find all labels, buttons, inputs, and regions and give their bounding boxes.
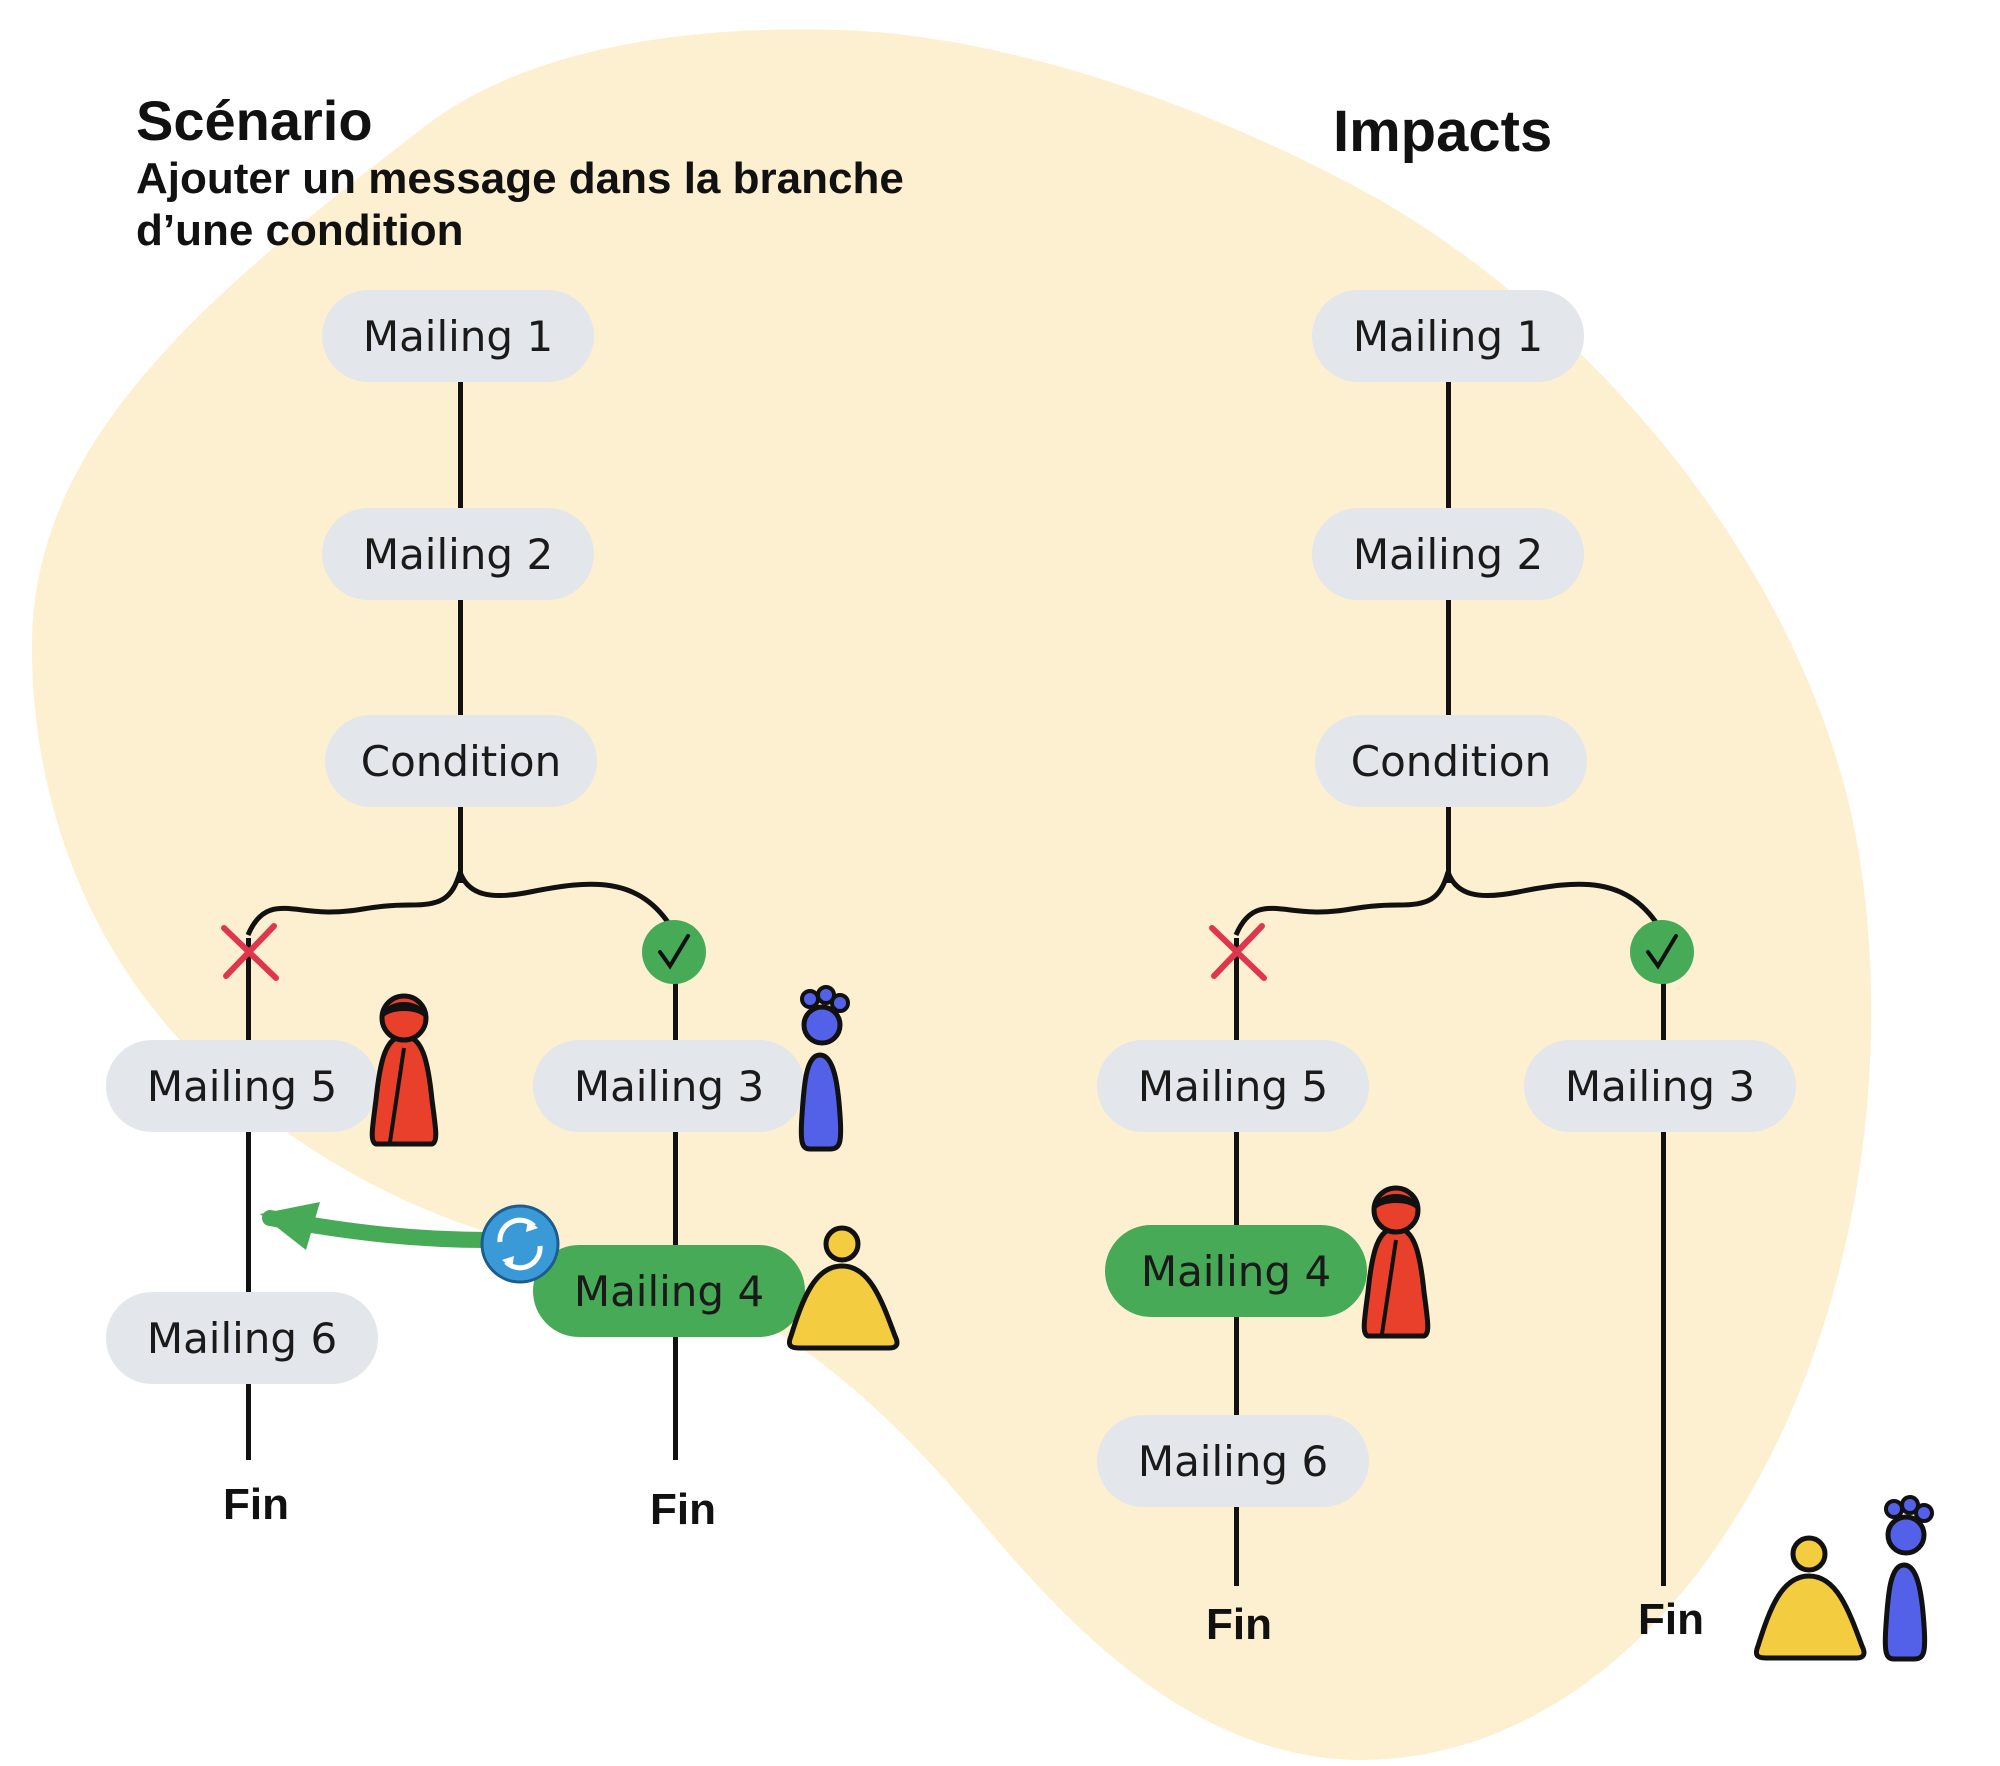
person-yellow-icon — [786, 1225, 900, 1351]
scenario-title: Scénario — [136, 89, 373, 152]
arrow-icon — [260, 1202, 498, 1250]
move-icon[interactable] — [478, 1202, 562, 1286]
scenario-subtitle-line2: d’une condition — [136, 206, 464, 255]
scenario-node-mailing-2[interactable]: Mailing 2 — [322, 508, 594, 600]
impacts-node-mailing-2[interactable]: Mailing 2 — [1312, 508, 1584, 600]
impacts-fin-right: Fin — [1638, 1595, 1704, 1644]
impacts-node-mailing-4[interactable]: Mailing 4 — [1105, 1225, 1367, 1317]
scenario-node-mailing-3[interactable]: Mailing 3 — [533, 1040, 805, 1132]
scenario-fin-right: Fin — [650, 1485, 716, 1534]
scenario-node-mailing-5[interactable]: Mailing 5 — [106, 1040, 378, 1132]
connector — [1446, 380, 1451, 512]
connector — [1446, 598, 1451, 718]
impacts-node-mailing-3[interactable]: Mailing 3 — [1524, 1040, 1796, 1132]
impacts-node-condition[interactable]: Condition — [1315, 715, 1587, 807]
connector — [1661, 975, 1666, 1586]
person-blue-icon — [1882, 1495, 1934, 1662]
check-icon — [642, 920, 706, 984]
person-yellow-icon — [1753, 1535, 1867, 1661]
scenario-node-condition[interactable]: Condition — [325, 715, 597, 807]
impacts-title: Impacts — [1333, 99, 1553, 164]
person-red-icon — [369, 993, 439, 1147]
impacts-node-mailing-6[interactable]: Mailing 6 — [1097, 1415, 1369, 1507]
connector — [458, 598, 463, 718]
impacts-fin-left: Fin — [1206, 1600, 1272, 1649]
scenario-fin-left: Fin — [223, 1480, 289, 1529]
scenario-subtitle-line1: Ajouter un message dans la branche — [136, 154, 904, 203]
scenario-node-mailing-6[interactable]: Mailing 6 — [106, 1292, 378, 1384]
connector — [458, 380, 463, 512]
scenario-node-mailing-4[interactable]: Mailing 4 — [533, 1245, 805, 1337]
connector — [1446, 805, 1451, 883]
check-icon — [1630, 920, 1694, 984]
person-red-icon — [1361, 1185, 1431, 1339]
person-blue-icon — [798, 985, 850, 1152]
impacts-node-mailing-5[interactable]: Mailing 5 — [1097, 1040, 1369, 1132]
impacts-node-mailing-1[interactable]: Mailing 1 — [1312, 290, 1584, 382]
connector — [246, 938, 251, 1460]
connector — [673, 975, 678, 1460]
scenario-node-mailing-1[interactable]: Mailing 1 — [322, 290, 594, 382]
connector — [458, 805, 463, 883]
cross-icon — [1209, 923, 1267, 981]
cross-icon — [221, 923, 279, 981]
